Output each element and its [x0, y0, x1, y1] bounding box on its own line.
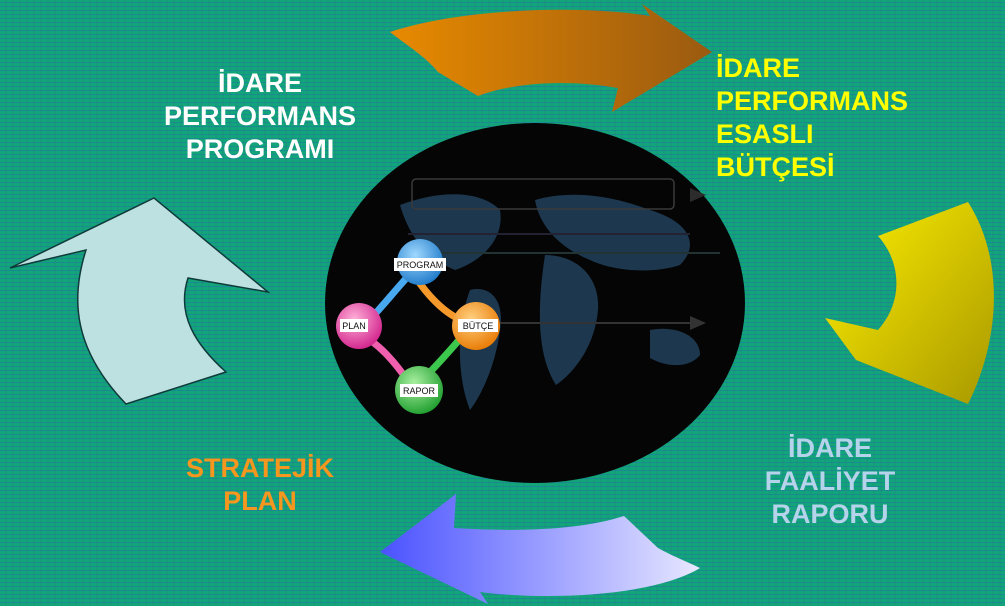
- node-plan-label: PLAN: [342, 321, 366, 331]
- arrow-right: [825, 202, 994, 404]
- node-program: PROGRAM: [394, 239, 446, 285]
- label-strategic-plan: STRATEJİK PLAN: [185, 453, 334, 516]
- node-budget-label: BÜTÇE: [463, 321, 494, 331]
- globe-arrow-icon-2: [690, 188, 706, 202]
- arrow-left: [9, 197, 271, 405]
- node-program-label: PROGRAM: [397, 260, 444, 270]
- node-budget: BÜTÇE: [452, 302, 500, 350]
- arrow-bottom: [380, 494, 700, 604]
- node-report: RAPOR: [395, 366, 443, 414]
- globe-arrow-icon: [690, 316, 706, 330]
- arrow-top: [390, 4, 712, 112]
- label-activity-report: İDARE FAALİYET RAPORU: [764, 433, 896, 529]
- label-performance-program: İDARE PERFORMANS PROGRAMI: [163, 68, 356, 164]
- label-performance-budget: İDARE PERFORMANS ESASLI BÜTÇESİ: [716, 53, 909, 182]
- node-report-label: RAPOR: [403, 386, 436, 396]
- globe-bar-top: [411, 178, 675, 210]
- node-plan: PLAN: [336, 303, 382, 349]
